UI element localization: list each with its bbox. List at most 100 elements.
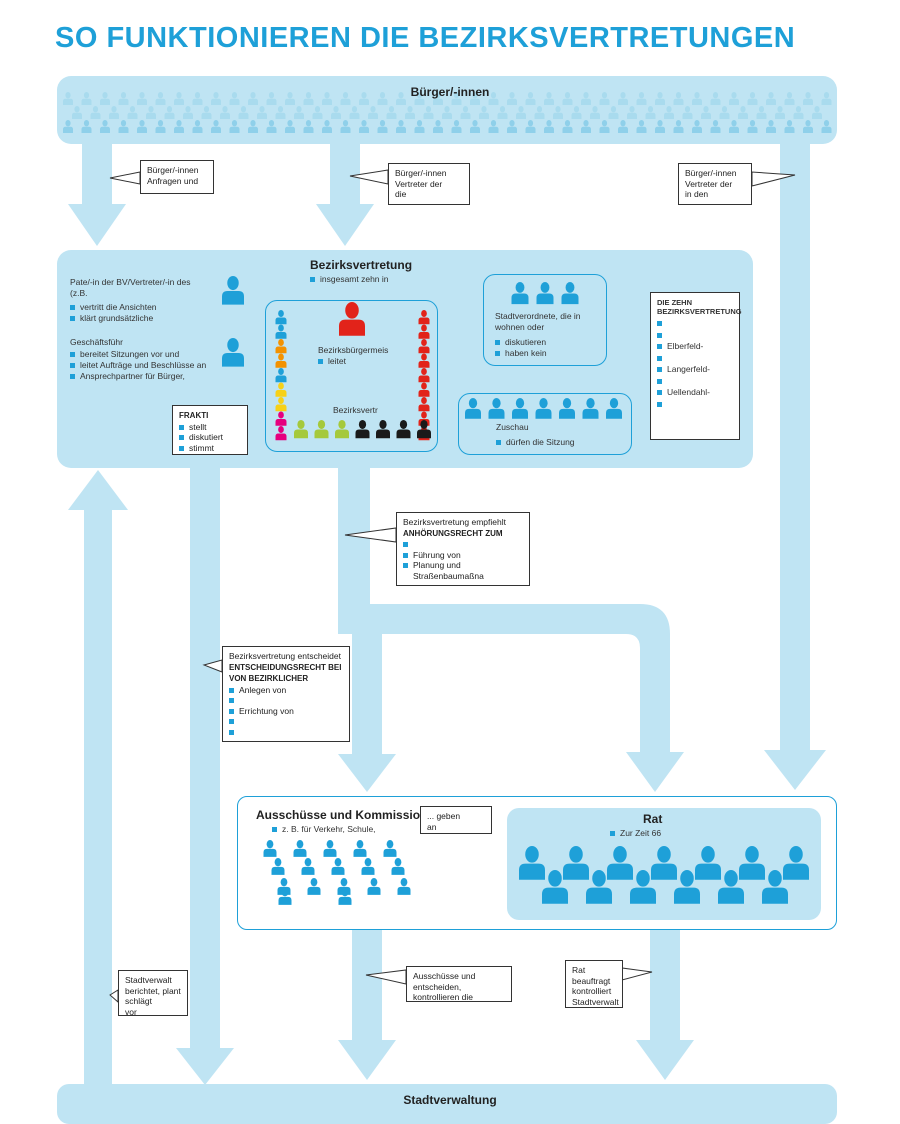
crowd-person-icon <box>359 92 369 105</box>
crowd-person-icon <box>701 106 711 119</box>
crowd-person-icon <box>581 92 591 105</box>
zuschauer-person-icon <box>512 398 528 419</box>
crowd-person-icon <box>627 106 637 119</box>
crowd-person-icon <box>285 120 295 133</box>
vertreter-person-icon <box>418 310 430 325</box>
crowd-person-icon <box>433 92 443 105</box>
ausschuss-person-icon <box>301 858 315 875</box>
ausschuss-person-icon <box>293 840 307 857</box>
zuschauer-person-icon <box>559 398 575 419</box>
crowd-person-icon <box>451 92 462 105</box>
vertreter-label: Bezirksvertr <box>333 405 378 415</box>
crowd-person-icon <box>359 120 369 133</box>
vertreter-person-icon <box>275 368 287 383</box>
crowd-person-icon <box>738 106 748 119</box>
crowd-person-icon <box>821 92 832 105</box>
crowd-person-icon <box>322 92 332 105</box>
crowd-person-icon <box>608 106 619 119</box>
crowd-person-icon <box>793 106 804 119</box>
crowd-person-icon <box>109 106 119 119</box>
rat-person-icon <box>563 846 589 880</box>
crowd-person-icon <box>664 106 674 119</box>
crowd-person-icon <box>423 106 434 119</box>
vertreter-person-icon <box>335 420 349 439</box>
crowd-person-icon <box>155 120 166 133</box>
crowd-person-icon <box>63 120 73 133</box>
crowd-person-icon <box>266 92 277 105</box>
ausschuss-person-icon <box>307 878 321 895</box>
crowd-person-icon <box>488 120 499 133</box>
vertreter-person-icon <box>275 382 287 397</box>
crowd-person-icon <box>248 120 258 133</box>
ausschuss-person-icon <box>367 878 381 895</box>
rat-person-icon <box>783 846 809 880</box>
crowd-person-icon <box>118 120 129 133</box>
crowd-person-icon <box>534 106 545 119</box>
crowd-person-icon <box>414 92 425 105</box>
crowd-person-icon <box>636 120 647 133</box>
crowd-person-icon <box>581 120 591 133</box>
crowd-person-icon <box>211 92 221 105</box>
crowd-person-icon <box>470 92 480 105</box>
ausschuss-person-icon <box>383 840 397 857</box>
crowd-person-icon <box>312 106 323 119</box>
crowd-person-icon <box>747 120 758 133</box>
zuschauer-person-icon <box>582 398 599 419</box>
ausschuss-person-icon <box>397 878 411 895</box>
crowd-person-icon <box>784 92 795 105</box>
stadtverordnete-person-icon <box>561 282 579 305</box>
crowd-person-icon <box>562 120 573 133</box>
crowd-person-icon <box>433 120 443 133</box>
crowd-person-icon <box>100 120 110 133</box>
crowd-person-icon <box>562 92 573 105</box>
vertreter-person-icon <box>418 368 430 383</box>
vertreter-person-icon <box>275 339 287 354</box>
crowd-person-icon <box>146 106 156 119</box>
bv-subtitle: insgesamt zehn in <box>310 274 389 285</box>
crowd-person-icon <box>285 92 295 105</box>
crowd-person-icon <box>90 106 101 119</box>
crowd-person-icon <box>803 92 813 105</box>
crowd-person-icon <box>507 120 517 133</box>
crowd-person-icon <box>571 106 582 119</box>
zuschauer-person-icon <box>488 398 505 419</box>
crowd-person-icon <box>756 106 767 119</box>
crowd-person-icon <box>266 120 277 133</box>
rat-person-icon <box>607 846 633 880</box>
crowd-person-icon <box>507 92 517 105</box>
rat-person-icon <box>651 846 677 880</box>
crowd-person-icon <box>137 92 147 105</box>
crowd-person-icon <box>396 92 406 105</box>
vertreter-person-icon <box>275 310 287 325</box>
vertreter-person-icon <box>418 339 430 354</box>
crowd-person-icon <box>303 92 314 105</box>
crowd-person-icon <box>368 106 378 119</box>
zuschauer-person-icon <box>465 398 481 419</box>
callout-anhoerung: Bezirksvertretung empfiehlt ANHÖRUNGSREC… <box>396 512 530 586</box>
crowd-person-icon <box>673 120 684 133</box>
crowd-person-icon <box>729 120 739 133</box>
crowd-person-icon <box>81 92 92 105</box>
crowd-person-icon <box>479 106 489 119</box>
crowd-person-icon <box>710 120 721 133</box>
crowd-person-icon <box>238 106 249 119</box>
vertreter-person-icon <box>396 420 411 439</box>
crowd-person-icon <box>645 106 656 119</box>
crowd-person-icon <box>516 106 526 119</box>
crowd-person-icon <box>72 106 82 119</box>
callout-fraktion: FRAKTI stellt diskutiert stimmt <box>172 405 248 455</box>
crowd-person-icon <box>229 120 240 133</box>
crowd-person-icon <box>821 120 832 133</box>
crowd-person-icon <box>692 120 702 133</box>
crowd-person-icon <box>655 120 665 133</box>
crowd-person-icon <box>127 106 138 119</box>
vertreter-person-icon <box>418 324 430 339</box>
crowd-person-icon <box>183 106 193 119</box>
pate-person-icon <box>222 276 244 305</box>
ausschuss-person-icon <box>391 858 405 875</box>
crowd-person-icon <box>710 92 721 105</box>
